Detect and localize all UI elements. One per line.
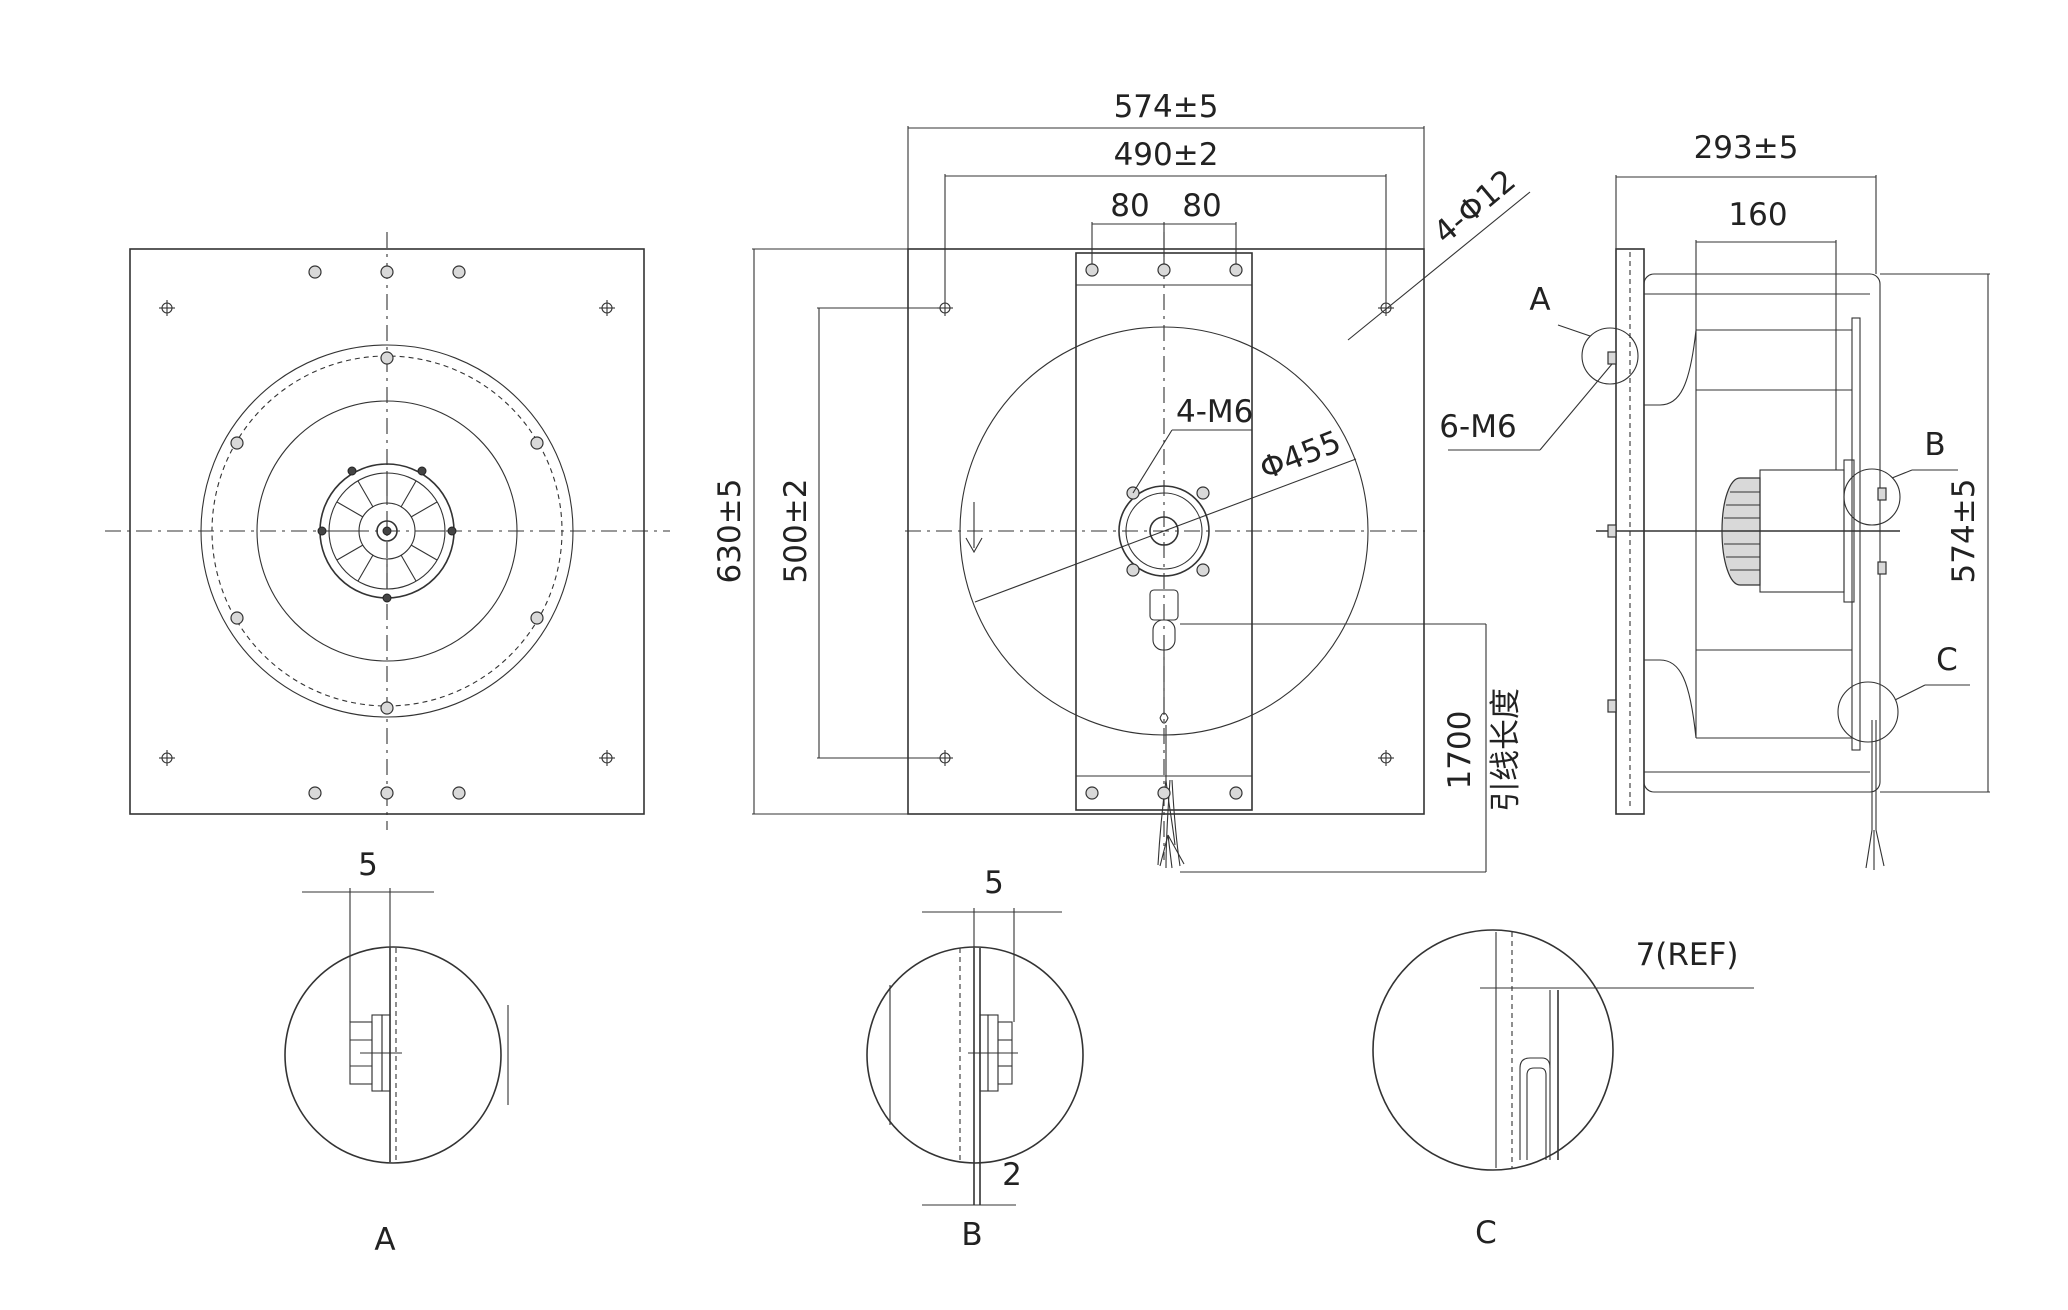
detail-c-circle <box>1372 929 1614 1171</box>
back-view-motor-fins <box>329 473 445 589</box>
rotation-arrow-icon <box>965 502 983 554</box>
back-view-mid-ring <box>256 400 518 662</box>
detail-a-dim: 5 <box>358 847 378 883</box>
dim-side-motor-depth: 160 <box>1728 197 1787 233</box>
callout-b: B <box>1924 427 1945 463</box>
dim-side-height: 574±5 <box>1946 479 1982 584</box>
back-view <box>105 232 670 830</box>
back-view-plate-bolts <box>308 265 466 800</box>
detail-b: 5 2 B <box>866 865 1084 1253</box>
detail-b-circle <box>866 946 1084 1164</box>
side-view-inlet-cone <box>1644 329 1697 739</box>
front-view-bracket-bolts <box>1085 263 1243 800</box>
detail-c-dim: 7(REF) <box>1636 937 1739 973</box>
detail-b-dim-top: 5 <box>984 865 1004 901</box>
front-view-shaft <box>1149 516 1179 546</box>
dim-side-mount-screws: 6-M6 <box>1439 409 1516 445</box>
back-view-outer-ring <box>200 344 574 718</box>
front-view: 574±5 490±2 80 80 4-Φ12 4-M6 Φ455 630±5 … <box>712 89 1531 873</box>
detail-circle-c <box>1837 681 1899 743</box>
front-view-hub <box>1118 485 1210 577</box>
dim-bracket-right: 80 <box>1182 188 1221 224</box>
dim-impeller-diameter: Φ455 <box>1255 424 1346 488</box>
detail-a-circle <box>284 946 502 1164</box>
detail-a-label: A <box>374 1222 395 1258</box>
dim-lead-length-label: 引线长度 <box>1488 688 1524 812</box>
dim-lead-length-value: 1700 <box>1442 711 1478 790</box>
side-view-backplate <box>1851 317 1861 751</box>
detail-c: 7(REF) C <box>1372 929 1754 1251</box>
dim-hole-spacing-width: 490±2 <box>1114 137 1219 173</box>
callout-a: A <box>1529 282 1550 318</box>
back-view-corner-holes <box>159 300 615 766</box>
detail-a: 5 A <box>284 847 509 1258</box>
side-view-screws <box>1607 351 1887 713</box>
detail-c-label: C <box>1475 1215 1497 1251</box>
dim-side-depth: 293±5 <box>1694 130 1799 166</box>
dim-hole-spacing-height: 500±2 <box>778 479 814 584</box>
back-view-ring-bolts <box>230 351 544 715</box>
detail-circle-a <box>1581 327 1639 385</box>
back-view-motor-hub <box>358 502 416 560</box>
side-view-frame <box>1643 273 1881 793</box>
back-view-shaft <box>376 520 398 542</box>
dim-front-width: 574±5 <box>1114 89 1219 125</box>
front-view-hub-bolts <box>1126 486 1210 577</box>
detail-b-label: B <box>961 1217 982 1253</box>
callout-c: C <box>1936 642 1958 678</box>
dim-hub-holes: 4-M6 <box>1176 394 1253 430</box>
detail-circle-b <box>1843 468 1901 526</box>
detail-b-dim-bottom: 2 <box>1002 1157 1022 1193</box>
back-view-motor-bolts <box>317 466 457 603</box>
dim-bracket-left: 80 <box>1110 188 1149 224</box>
dim-overall-height: 630±5 <box>712 479 748 584</box>
side-view: A B C 6-M6 293±5 160 574±5 <box>1439 130 1990 870</box>
dim-corner-holes: 4-Φ12 <box>1427 163 1523 251</box>
front-view-corner-holes <box>937 300 1394 766</box>
